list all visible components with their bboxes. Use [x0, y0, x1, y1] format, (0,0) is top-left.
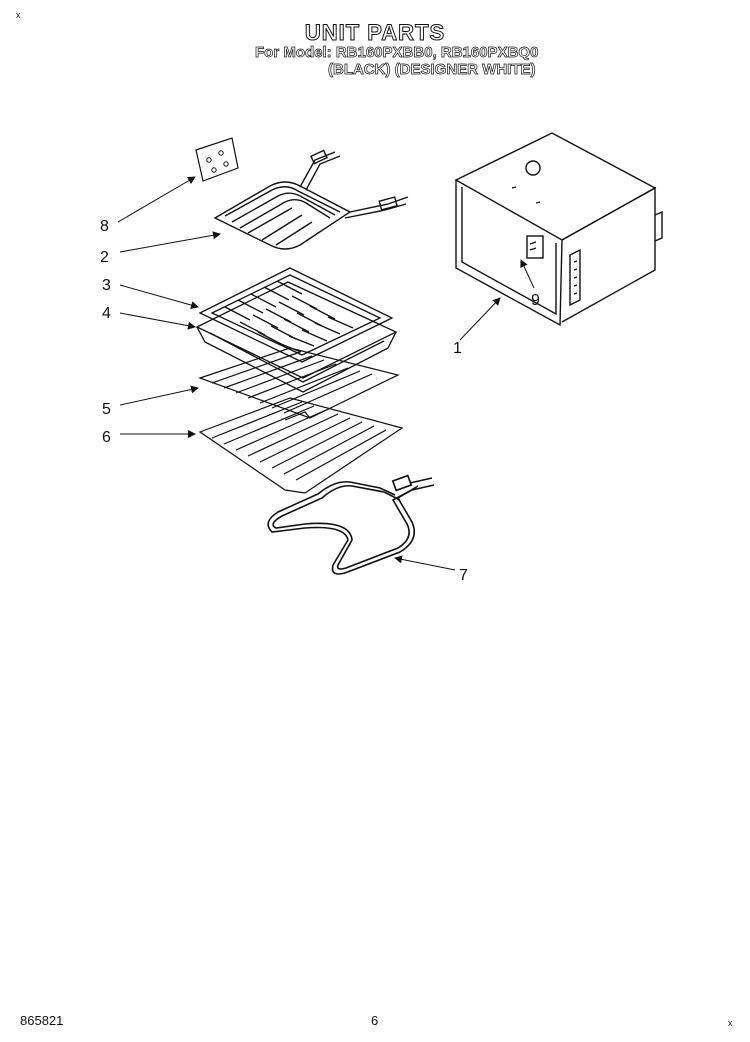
callout-3: 3 [102, 277, 111, 294]
callout-9: 9 [531, 292, 540, 309]
callout-4: 4 [102, 305, 111, 322]
broiler-pan [195, 281, 398, 393]
leader-lines [117, 176, 535, 571]
terminal-block [195, 137, 239, 182]
callout-2: 2 [100, 249, 109, 266]
callout-5: 5 [102, 401, 111, 418]
page-title: UNIT PARTS [304, 20, 446, 46]
callout-8: 8 [100, 218, 109, 235]
variant-line: (BLACK) (DESIGNER WHITE) [328, 61, 536, 79]
registration-mark-bottom-right: x [728, 1018, 733, 1028]
callout-1: 1 [453, 340, 462, 357]
broil-element [213, 149, 409, 250]
broiler-grid [198, 267, 394, 363]
callout-7: 7 [459, 567, 468, 584]
model-line: For Model: RB160PXBB0, RB160PXBQ0 [255, 44, 539, 62]
callout-6: 6 [102, 429, 111, 446]
registration-mark-top-left: x [16, 10, 21, 20]
oven-rack-lower [198, 397, 404, 494]
oven-cavity [454, 132, 663, 327]
page-number: 6 [371, 1013, 379, 1028]
document-number: 865821 [20, 1013, 64, 1028]
bake-element [267, 474, 435, 575]
